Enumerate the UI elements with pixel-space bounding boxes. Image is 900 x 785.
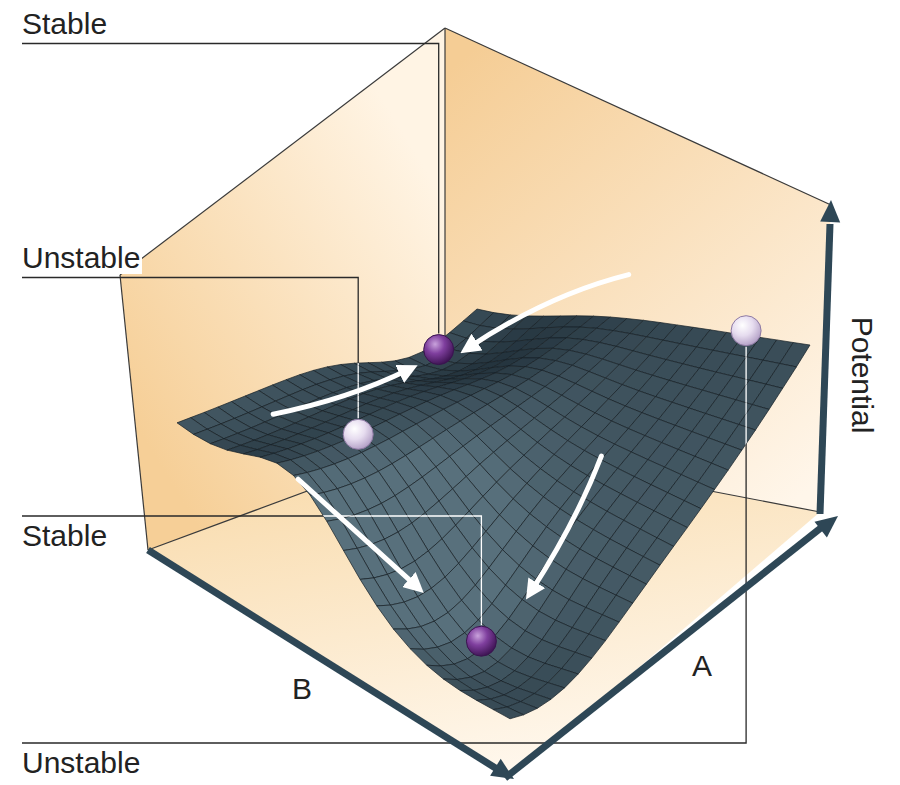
right-wall (445, 28, 831, 512)
surface-cell (443, 679, 473, 691)
surface-cell (360, 578, 390, 606)
surface-cell (780, 343, 810, 367)
flow-arrow (531, 456, 601, 591)
leader-line (22, 278, 358, 419)
potential-surface (177, 309, 810, 719)
surface-cell (377, 605, 407, 629)
axis-label: B (290, 673, 314, 705)
unstable-ball (343, 419, 373, 449)
leader-line (22, 347, 746, 743)
leader-line (22, 278, 358, 419)
flow-arrow (273, 370, 409, 415)
state-label: Stable (20, 8, 109, 40)
axis-label: A (690, 650, 714, 682)
axis-label: Potential (846, 315, 878, 436)
flow-arrows (273, 275, 629, 592)
surface-cell (427, 665, 457, 679)
leader-line (22, 347, 746, 743)
state-label: Unstable (20, 747, 142, 779)
surface-cell (493, 707, 523, 719)
leader-lines-on-surface (22, 44, 746, 744)
leader-lines (22, 44, 746, 744)
box-edges (120, 28, 831, 550)
surface-cell (393, 629, 423, 649)
unstable-ball (731, 316, 761, 346)
flow-arrow (469, 275, 629, 348)
stable-ball (424, 335, 454, 365)
surface-cell (410, 649, 440, 666)
leader-line (22, 44, 439, 334)
left-wall (120, 28, 445, 550)
surface-cell (344, 548, 374, 579)
stable-ball (466, 626, 496, 656)
leader-line (22, 44, 439, 334)
flow-arrow (298, 479, 416, 586)
state-label: Unstable (20, 242, 142, 274)
surface-cell (327, 519, 357, 551)
axes (148, 200, 840, 779)
surface-cell (460, 690, 490, 700)
surface-cell (766, 364, 796, 389)
balls (343, 316, 761, 657)
state-label: Stable (20, 520, 109, 552)
